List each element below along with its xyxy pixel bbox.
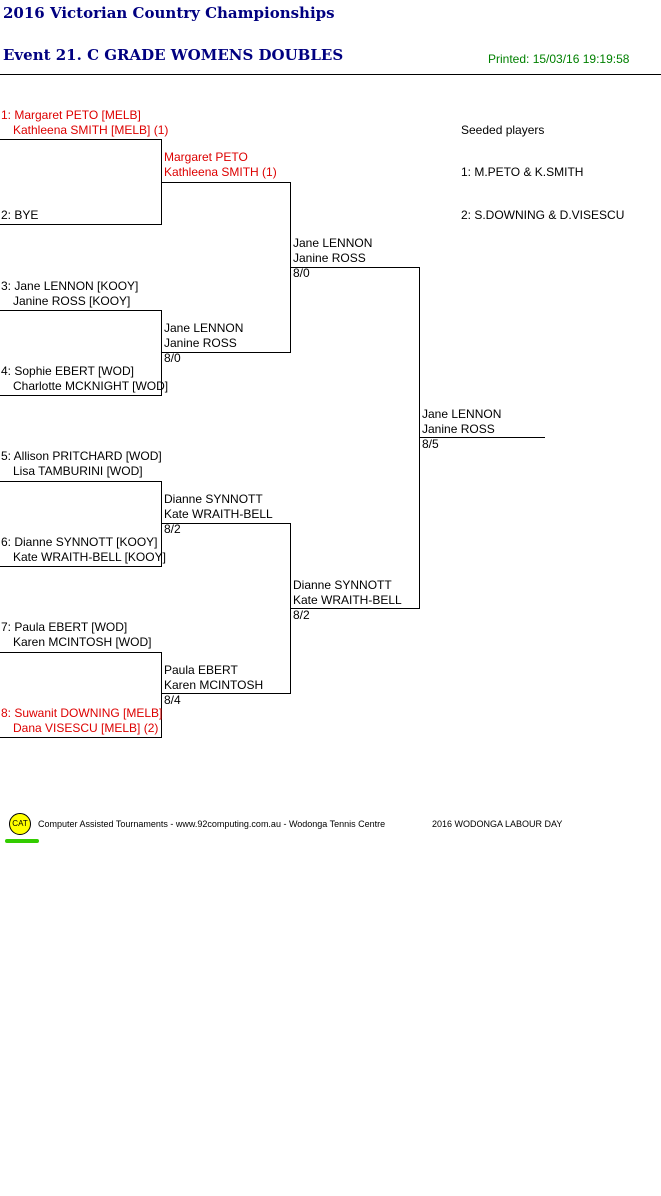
footer-credit: Computer Assisted Tournaments - www.92co… — [38, 819, 386, 829]
r2-entry-2-player1: Jane LENNON — [164, 321, 244, 335]
r1-entry-1-player1: 1: Margaret PETO [MELB] — [1, 108, 141, 122]
sf-entry-1-score: 8/0 — [293, 266, 310, 280]
r1-entry-3-player2: Janine ROSS [KOOY] — [13, 294, 131, 308]
r2-entry-4-player1: Paula EBERT — [164, 663, 238, 677]
tournament-title: 2016 Victorian Country Championships — [3, 4, 335, 22]
event-title: Event 21. C GRADE WOMENS DOUBLES — [3, 46, 344, 64]
r1-line-3 — [0, 310, 161, 311]
sf-entry-2-player1: Dianne SYNNOTT — [293, 578, 392, 592]
r2-bracket-2 — [162, 523, 291, 694]
winner-player2: Janine ROSS — [422, 422, 495, 436]
r2-bracket-1 — [162, 182, 291, 353]
sf-entry-2-score: 8/2 — [293, 608, 310, 622]
r2-entry-2-player2: Janine ROSS — [164, 336, 237, 350]
winner-player1: Jane LENNON — [422, 407, 502, 421]
header-divider — [0, 74, 661, 75]
r1-line-5 — [0, 481, 161, 482]
r2-entry-4-player2: Karen MCINTOSH — [164, 678, 264, 692]
r1-entry-5-player2: Lisa TAMBURINI [WOD] — [13, 464, 143, 478]
r1-line-1 — [0, 139, 161, 140]
seed-item-1: 1: M.PETO & K.SMITH — [461, 165, 584, 179]
r2-line-3 — [162, 523, 290, 524]
r1-bracket-3 — [0, 481, 162, 567]
r2-entry-4-score: 8/4 — [164, 693, 181, 707]
logo-underline — [5, 839, 39, 843]
r1-entry-1-player2: Kathleena SMITH [MELB] (1) — [13, 123, 169, 137]
r2-entry-1-player1: Margaret PETO — [164, 150, 248, 164]
footer-event-name: 2016 WODONGA LABOUR DAY — [432, 819, 563, 829]
r1-entry-2-player1: 2: BYE — [1, 208, 39, 222]
r1-bracket-1 — [0, 139, 162, 225]
r1-bracket-4 — [0, 652, 162, 738]
r1-bracket-2 — [0, 310, 162, 396]
sf-entry-2-player2: Kate WRAITH-BELL — [293, 593, 402, 607]
winner-score: 8/5 — [422, 437, 439, 451]
sf-entry-1-player2: Janine ROSS — [293, 251, 366, 265]
r2-entry-3-player2: Kate WRAITH-BELL — [164, 507, 273, 521]
r1-entry-7-player2: Karen MCINTOSH [WOD] — [13, 635, 152, 649]
r2-entry-3-player1: Dianne SYNNOTT — [164, 492, 263, 506]
r1-entry-8-player2: Dana VISESCU [MELB] (2) — [13, 721, 159, 735]
cat-logo-icon: CAT — [9, 813, 31, 835]
sf-line-1 — [291, 267, 419, 268]
r1-entry-7-player1: 7: Paula EBERT [WOD] — [1, 620, 128, 634]
r1-entry-3-player1: 3: Jane LENNON [KOOY] — [1, 279, 139, 293]
r1-entry-6-player1: 6: Dianne SYNNOTT [KOOY] — [1, 535, 158, 549]
seeds-heading: Seeded players — [461, 123, 545, 137]
r2-entry-3-score: 8/2 — [164, 522, 181, 536]
r1-line-7 — [0, 652, 161, 653]
r2-entry-2-score: 8/0 — [164, 351, 181, 365]
sf-entry-1-player1: Jane LENNON — [293, 236, 373, 250]
sf-bracket — [291, 267, 420, 609]
final-line — [420, 437, 545, 438]
r2-entry-1-player2: Kathleena SMITH (1) — [164, 165, 277, 179]
r1-entry-8-player1: 8: Suwanit DOWNING [MELB] — [1, 706, 163, 720]
r1-entry-5-player1: 5: Allison PRITCHARD [WOD] — [1, 449, 162, 463]
r1-entry-6-player2: Kate WRAITH-BELL [KOOY] — [13, 550, 166, 564]
r2-line-1 — [162, 182, 290, 183]
r1-entry-4-player2: Charlotte MCKNIGHT [WOD] — [13, 379, 169, 393]
printed-timestamp: Printed: 15/03/16 19:19:58 — [488, 52, 630, 66]
r1-entry-4-player1: 4: Sophie EBERT [WOD] — [1, 364, 134, 378]
seed-item-2: 2: S.DOWNING & D.VISESCU — [461, 208, 625, 222]
